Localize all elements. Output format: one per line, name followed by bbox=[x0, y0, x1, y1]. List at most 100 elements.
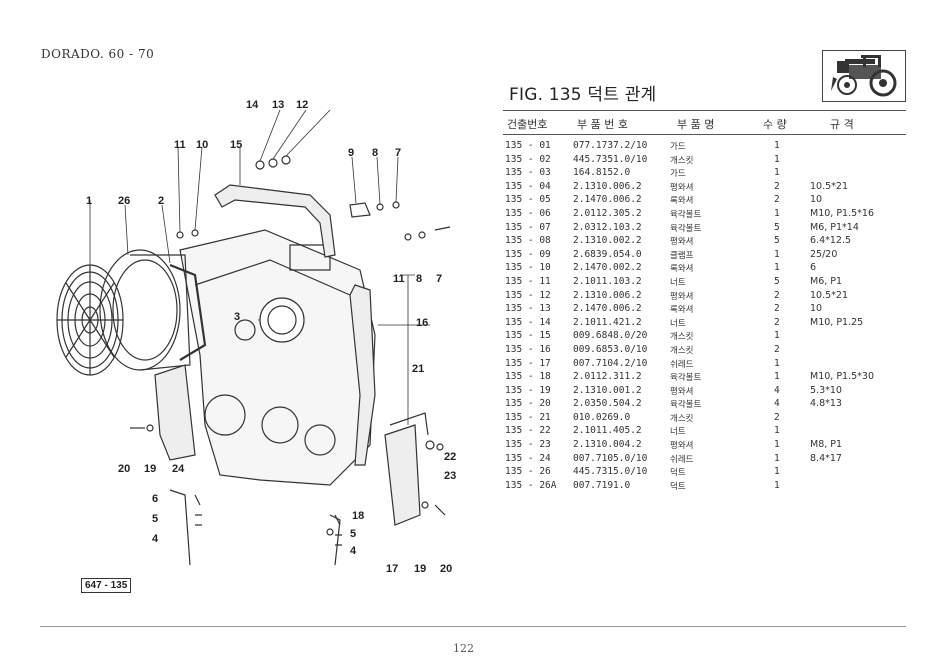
cell-no: 135 - 21 bbox=[505, 411, 551, 423]
cell-name: 평와셔 bbox=[670, 291, 694, 302]
cell-name: 너트 bbox=[670, 277, 686, 288]
cell-name: 록와셔 bbox=[670, 305, 694, 316]
cell-no: 135 - 16 bbox=[505, 343, 551, 355]
callout-19: 19 bbox=[144, 463, 157, 475]
cell-spec: 10 bbox=[810, 303, 823, 315]
callout-11: 11 bbox=[174, 139, 186, 151]
col-header-quantity: 수 량 bbox=[763, 118, 787, 131]
cell-part: 2.0112.311.2 bbox=[573, 371, 642, 383]
cell-part: 164.8152.0 bbox=[573, 167, 631, 179]
cell-qty: 1 bbox=[774, 248, 780, 260]
cell-qty: 1 bbox=[774, 357, 780, 369]
cell-qty: 4 bbox=[774, 384, 780, 396]
cell-name: 가드 bbox=[670, 169, 686, 180]
cell-part: 445.7351.0/10 bbox=[573, 153, 648, 165]
callout-13: 13 bbox=[272, 99, 285, 111]
model-label: DORADO. 60 - 70 bbox=[41, 47, 155, 61]
cell-name: 개스킷 bbox=[670, 155, 694, 166]
callout-1: 1 bbox=[86, 195, 93, 207]
cell-part: 2.0112.305.2 bbox=[573, 207, 642, 219]
cell-no: 135 - 07 bbox=[505, 221, 551, 233]
cell-part: 2.6839.054.0 bbox=[573, 248, 642, 260]
cell-no: 135 - 14 bbox=[505, 316, 551, 328]
cell-qty: 1 bbox=[774, 330, 780, 342]
cell-spec: M6, P1*14 bbox=[810, 221, 859, 233]
cell-qty: 1 bbox=[774, 207, 780, 219]
table-header-rule bbox=[503, 134, 906, 135]
cell-part: 009.6848.0/20 bbox=[573, 330, 648, 342]
cell-qty: 2 bbox=[774, 316, 780, 328]
cell-spec: 25/20 bbox=[810, 248, 838, 260]
footer-rule bbox=[40, 626, 906, 627]
page-number: 122 bbox=[453, 642, 474, 655]
cell-no: 135 - 04 bbox=[505, 180, 551, 192]
callout-14: 14 bbox=[246, 99, 259, 111]
cell-spec: M10, P1.5*16 bbox=[810, 207, 874, 219]
cell-part: 2.1310.001.2 bbox=[573, 384, 642, 396]
cell-name: 개스킷 bbox=[670, 345, 694, 356]
cell-no: 135 - 12 bbox=[505, 289, 551, 301]
cell-qty: 4 bbox=[774, 398, 780, 410]
cell-spec: M10, P1.25 bbox=[810, 316, 864, 328]
cell-name: 개스킷 bbox=[670, 332, 694, 343]
duct-assembly-drawing bbox=[56, 109, 451, 566]
cell-no: 135 - 02 bbox=[505, 153, 551, 165]
cell-name: 록와셔 bbox=[670, 264, 694, 275]
cell-spec: M6, P1 bbox=[810, 275, 843, 287]
callout-12: 12 bbox=[296, 99, 309, 111]
callout-11b: 11 bbox=[393, 273, 405, 285]
cell-part: 2.1310.006.2 bbox=[573, 289, 642, 301]
cell-qty: 1 bbox=[774, 140, 780, 151]
cell-name: 육각볼트 bbox=[670, 373, 702, 384]
cell-no: 135 - 13 bbox=[505, 303, 551, 315]
cell-qty: 1 bbox=[774, 479, 780, 491]
cell-qty: 1 bbox=[774, 167, 780, 179]
callout-20: 20 bbox=[118, 463, 131, 475]
figure-title: FIG. 135 덕트 관계 bbox=[509, 85, 657, 105]
cell-qty: 5 bbox=[774, 235, 780, 247]
cell-part: 010.0269.0 bbox=[573, 411, 631, 423]
cell-name: 너트 bbox=[670, 427, 686, 438]
callout-5b: 5 bbox=[350, 528, 357, 540]
cell-part: 2.1310.004.2 bbox=[573, 439, 642, 451]
callout-5: 5 bbox=[152, 513, 159, 525]
cell-name: 너트 bbox=[670, 318, 686, 329]
cell-part: 2.1470.006.2 bbox=[573, 303, 642, 315]
cell-name: 평와셔 bbox=[670, 237, 694, 248]
callout-26: 26 bbox=[118, 195, 131, 207]
cell-spec: 6.4*12.5 bbox=[810, 235, 852, 247]
cell-part: 2.1470.002.2 bbox=[573, 262, 642, 274]
cell-qty: 1 bbox=[774, 153, 780, 165]
table-top-rule bbox=[503, 110, 906, 111]
callout-24: 24 bbox=[172, 463, 185, 475]
cell-spec: 8.4*17 bbox=[810, 452, 842, 464]
callout-16: 16 bbox=[416, 317, 429, 329]
cell-no: 135 - 06 bbox=[505, 207, 551, 219]
col-header-part-name: 부 품 명 bbox=[677, 118, 715, 131]
cell-spec: 4.8*13 bbox=[810, 398, 842, 410]
cell-name: 덕트 bbox=[670, 481, 686, 492]
cell-no: 135 - 26 bbox=[505, 466, 551, 478]
cell-name: 육각볼트 bbox=[670, 223, 702, 234]
callout-10: 10 bbox=[196, 139, 209, 151]
cell-part: 2.1011.405.2 bbox=[573, 425, 642, 437]
callout-23: 23 bbox=[444, 470, 457, 482]
callout-22: 22 bbox=[444, 451, 457, 463]
cell-spec: 10 bbox=[810, 194, 823, 206]
cell-no: 135 - 10 bbox=[505, 262, 551, 274]
cell-qty: 1 bbox=[774, 466, 780, 478]
